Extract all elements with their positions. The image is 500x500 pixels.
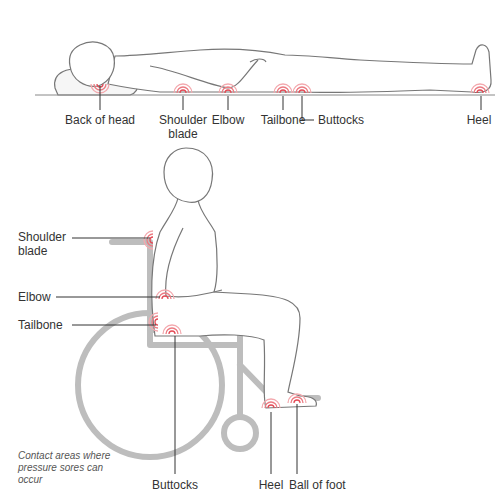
leader-lines (56, 238, 297, 474)
body-part-label: Shoulder blade (18, 230, 74, 258)
body-part-label: Tailbone (18, 318, 78, 332)
body-part-label: Ball of foot (289, 478, 369, 492)
body-part-label: Tailbone (255, 113, 311, 127)
bed-line (35, 95, 495, 96)
body-part-label: Back of head (55, 113, 145, 127)
body-part-label: Buttocks (145, 478, 205, 492)
seated-figure (152, 148, 317, 408)
lying-figure (55, 42, 491, 95)
body-part-label: Buttocks (318, 113, 388, 127)
caption-note: Contact areas where pressure sores can o… (18, 450, 128, 486)
body-part-label: Heel (254, 478, 288, 492)
body-part-label: Heel (461, 113, 497, 127)
pressure-marks (91, 84, 489, 93)
body-part-label: Elbow (208, 113, 248, 127)
body-part-label: Shoulder blade (155, 113, 211, 141)
body-part-label: Elbow (18, 290, 78, 304)
pressure-marks (144, 231, 306, 408)
